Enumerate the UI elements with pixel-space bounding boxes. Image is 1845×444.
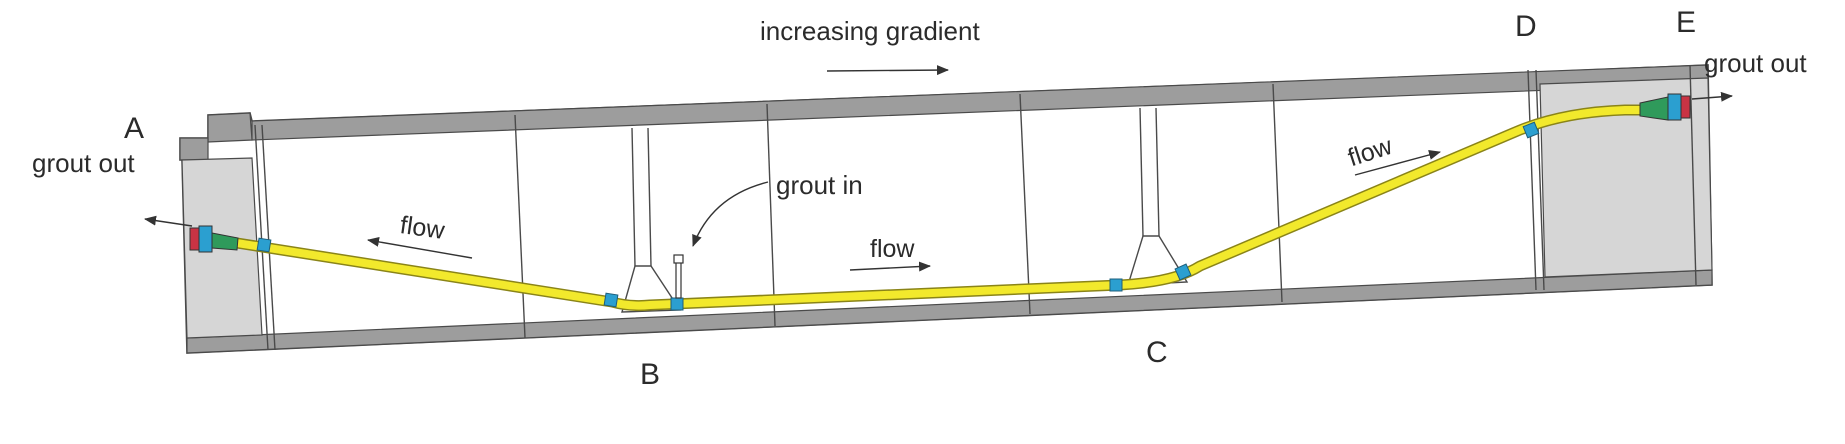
- right-anchorage-block: [1539, 77, 1713, 278]
- bottom-flange: [186, 269, 1713, 354]
- anchor-e: [1639, 93, 1691, 121]
- joint-8: [1535, 69, 1545, 291]
- coupler-a: [256, 237, 272, 253]
- grout-out-right-arrow: [1691, 91, 1733, 102]
- deviator-b: [621, 127, 682, 313]
- deviator-b-left-post: [631, 127, 636, 267]
- anchor-e-cap: [1680, 95, 1691, 119]
- grout-out-left-arrow: [144, 215, 193, 227]
- grout-in-label: grout in: [776, 170, 863, 200]
- point-c-label: C: [1146, 336, 1168, 369]
- grout-out-right-label: grout out: [1704, 48, 1807, 78]
- joint-1: [254, 124, 269, 351]
- grout-inlet-cap: [673, 254, 684, 264]
- flow-left-arrow: [367, 236, 473, 259]
- deviator-c-left-post: [1139, 107, 1144, 237]
- grout-out-left-label: grout out: [32, 148, 135, 178]
- grout-inlet-nozzle: [673, 254, 684, 299]
- point-b-label: B: [640, 358, 661, 391]
- flow-middle-arrow: [849, 261, 931, 272]
- segment-joints: [254, 64, 1697, 351]
- joint-7: [1527, 69, 1537, 291]
- left-top-step-lower: [179, 137, 209, 161]
- point-e-label: E: [1676, 6, 1697, 39]
- coupler-c-right: [1174, 263, 1192, 281]
- flow-middle-label: flow: [870, 235, 915, 263]
- flow-right-arrow: [1354, 150, 1441, 176]
- point-d-label: D: [1515, 10, 1537, 43]
- gradient-label: increasing gradient: [760, 16, 980, 46]
- deviator-c-right-post: [1155, 107, 1160, 237]
- anchor-a-plate: [198, 225, 213, 253]
- joint-6: [1272, 83, 1283, 303]
- joint-9: [1689, 64, 1697, 286]
- joint-4: [766, 103, 776, 327]
- coupler-b-right: [670, 297, 684, 311]
- deviator-c: [1127, 107, 1189, 286]
- grout-in-arrow: [692, 181, 769, 247]
- anchor-e-plate: [1667, 93, 1682, 121]
- deviator-b-right-post: [647, 127, 652, 267]
- joint-2: [261, 124, 276, 351]
- coupler-b-left: [603, 292, 619, 308]
- anchor-a-cap: [189, 227, 200, 251]
- grout-inlet-pipe: [675, 261, 682, 299]
- left-top-step: [207, 112, 253, 143]
- top-flange: [251, 64, 1709, 141]
- joint-5: [1019, 93, 1031, 315]
- coupler-d: [1522, 121, 1540, 139]
- arrows: [144, 65, 1733, 272]
- flow-left-label: flow: [398, 211, 447, 245]
- gradient-arrow: [826, 65, 949, 76]
- tendon-duct-outline: [199, 104, 1656, 312]
- couplers: [256, 121, 1540, 311]
- coupler-c-left: [1109, 278, 1123, 292]
- anchor-a: [189, 225, 239, 253]
- joint-3: [514, 114, 526, 339]
- point-a-label: A: [124, 112, 145, 145]
